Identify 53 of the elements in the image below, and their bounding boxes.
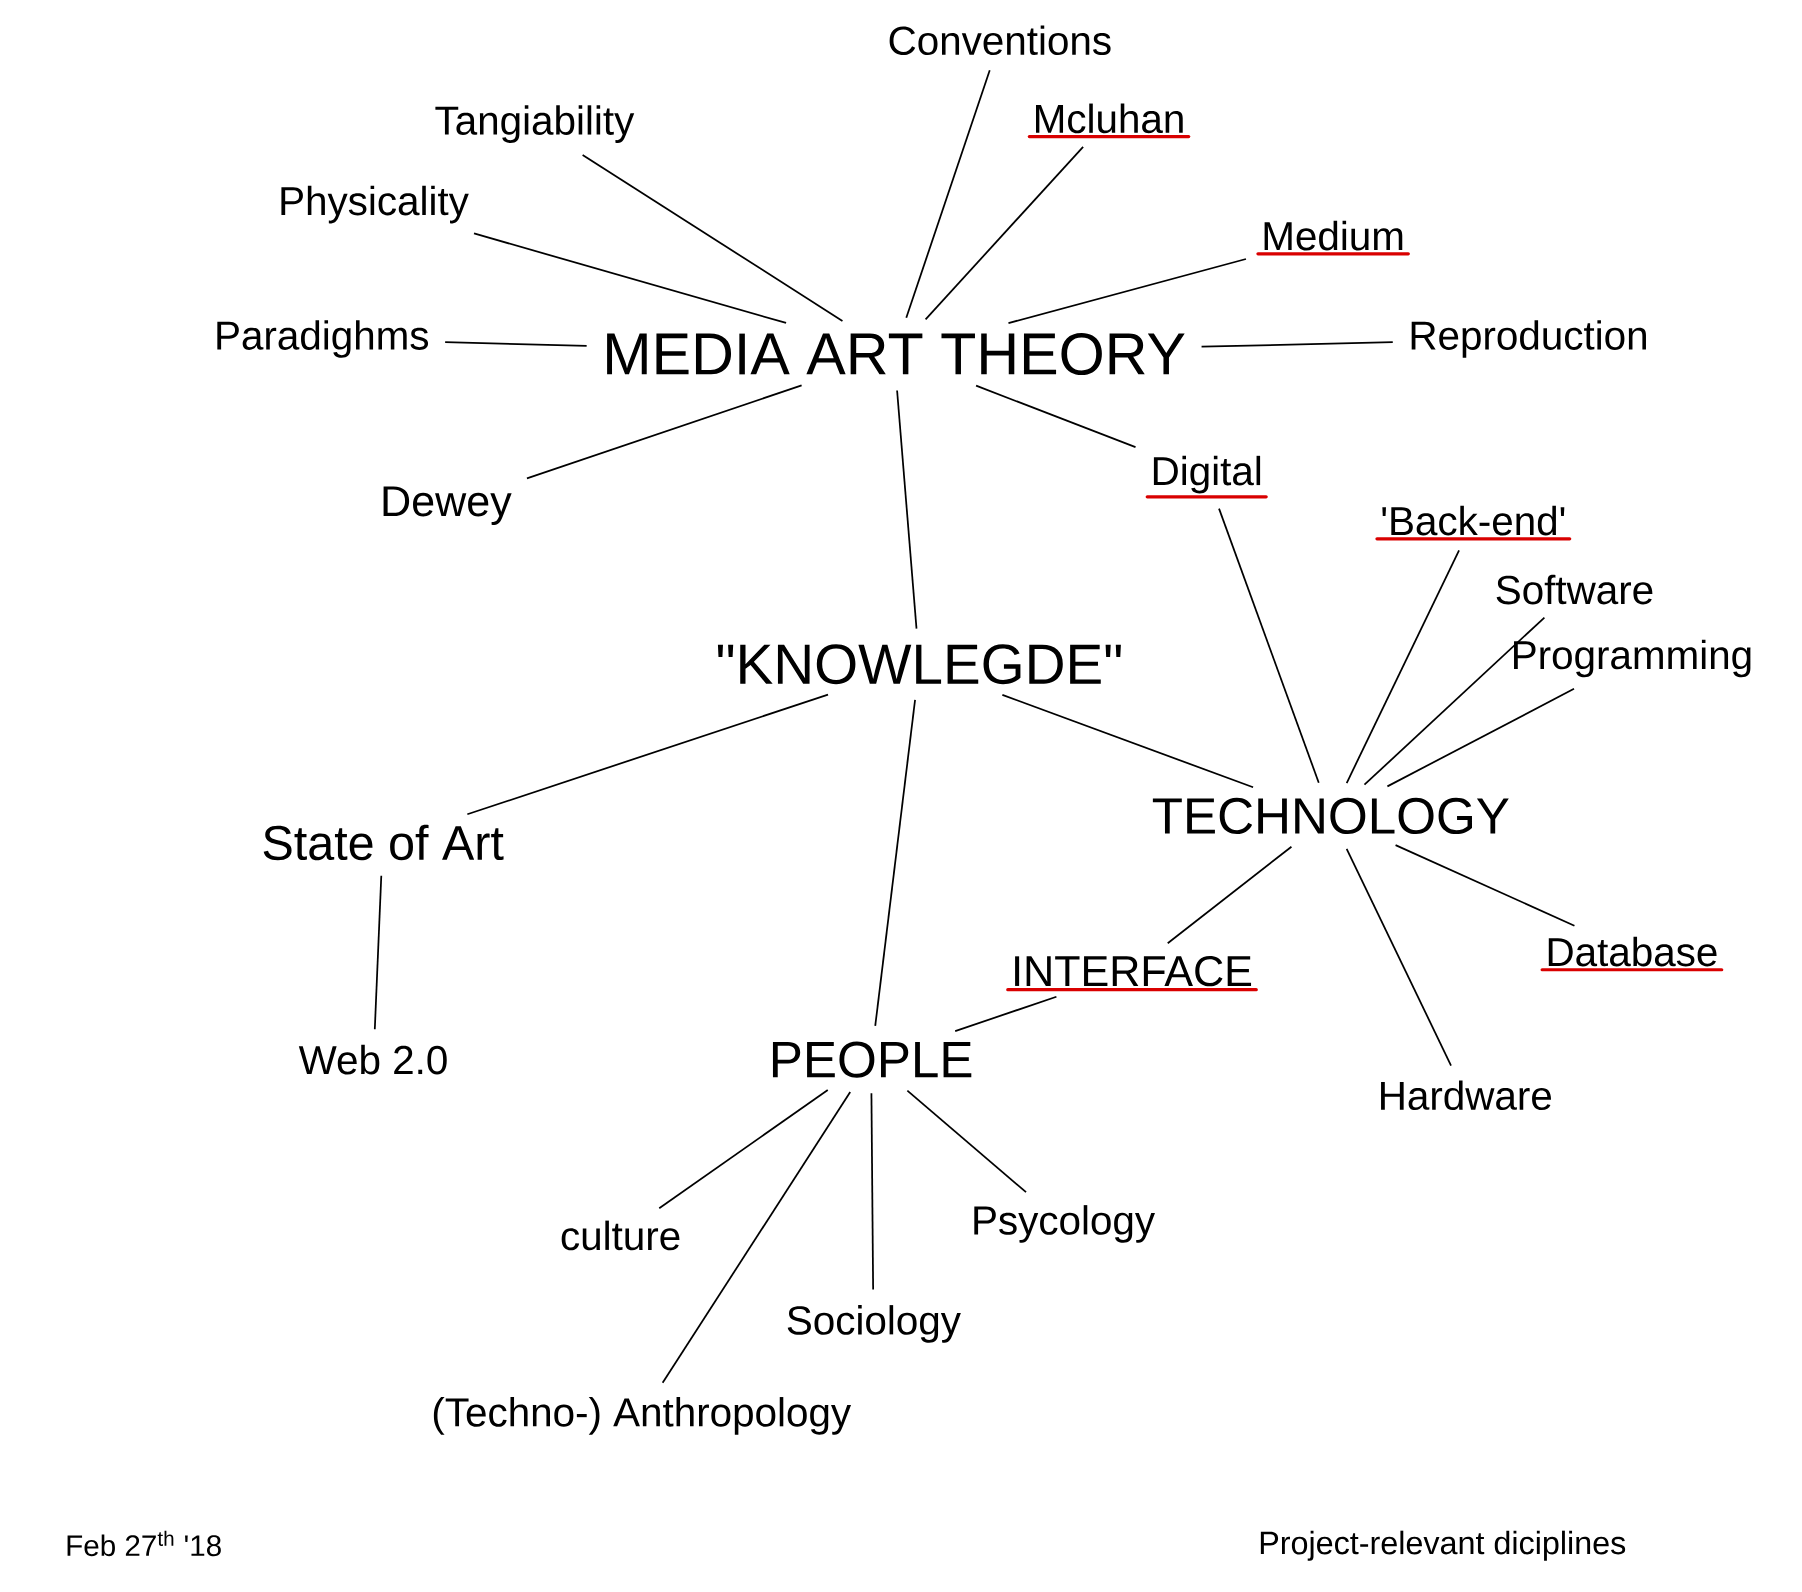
connector-line (896, 389, 918, 630)
connector-line (1386, 688, 1575, 788)
topic-label: Software (1496, 574, 1653, 605)
topic-label: culture (561, 1220, 680, 1251)
connector-line (661, 1091, 852, 1384)
connector-line (658, 1089, 829, 1210)
topic-label: Reproduction (1411, 320, 1646, 358)
connector-line (466, 693, 829, 816)
connector-line (924, 146, 1084, 321)
connector-line (526, 384, 803, 480)
connector-line (870, 1092, 874, 1291)
underlined-topic-label: INTERFACE (1006, 956, 1258, 992)
connector-line (1001, 694, 1254, 789)
topic-label: (Techno-) Anthropology (433, 1397, 852, 1435)
topic-label: State of Art (263, 824, 504, 861)
connector-line (905, 69, 991, 319)
connector-line (373, 875, 383, 1031)
topic-label: Conventions (889, 25, 1111, 56)
topic-label: Programming (1514, 639, 1751, 678)
underlined-topic-label: Medium (1256, 220, 1410, 256)
connector-line (1345, 848, 1452, 1067)
underlined-topic-label: Database (1540, 936, 1724, 972)
connector-line (581, 154, 844, 322)
connector-line (906, 1089, 1027, 1194)
connector-line (874, 699, 916, 1027)
topic-label: Physicality (281, 185, 469, 224)
topic-label: Hardware (1381, 1080, 1551, 1111)
topic-label: Paradighms (217, 320, 429, 358)
connector-line (473, 232, 787, 324)
connector-line (1200, 341, 1394, 348)
topic-label: Sociology (787, 1305, 961, 1343)
underlined-topic-label: 'Back-end' (1375, 505, 1572, 541)
connector-line (1007, 258, 1247, 325)
topic-label: Web 2.0 (298, 1044, 447, 1075)
connector-line (1345, 549, 1460, 785)
connector-line (954, 996, 1058, 1033)
connector-line (1394, 844, 1576, 927)
main-topic-label: MEDIA ART THEORY (607, 333, 1185, 376)
main-topic-label: TECHNOLOGY (1152, 798, 1509, 835)
main-topic-label: PEOPLE (772, 1041, 972, 1078)
connector-line (444, 341, 588, 347)
connector-line (1218, 507, 1320, 784)
underlined-topic-label: Mcluhan (1027, 103, 1191, 139)
date-note: Feb 27$^{th}$ '18 (67, 1530, 221, 1557)
connector-line (975, 384, 1137, 449)
caption-note: Project-relevant diciplines (1260, 1530, 1626, 1561)
connector-line (1363, 616, 1546, 786)
topic-label: Psycology (974, 1205, 1155, 1243)
connector-line (1166, 846, 1293, 945)
topic-label: Tangiability (435, 105, 635, 144)
main-topic-label: "KNOWLEGDE" (717, 644, 1121, 685)
topic-label: Dewey (383, 486, 512, 526)
underlined-topic-label: Digital (1145, 455, 1268, 499)
